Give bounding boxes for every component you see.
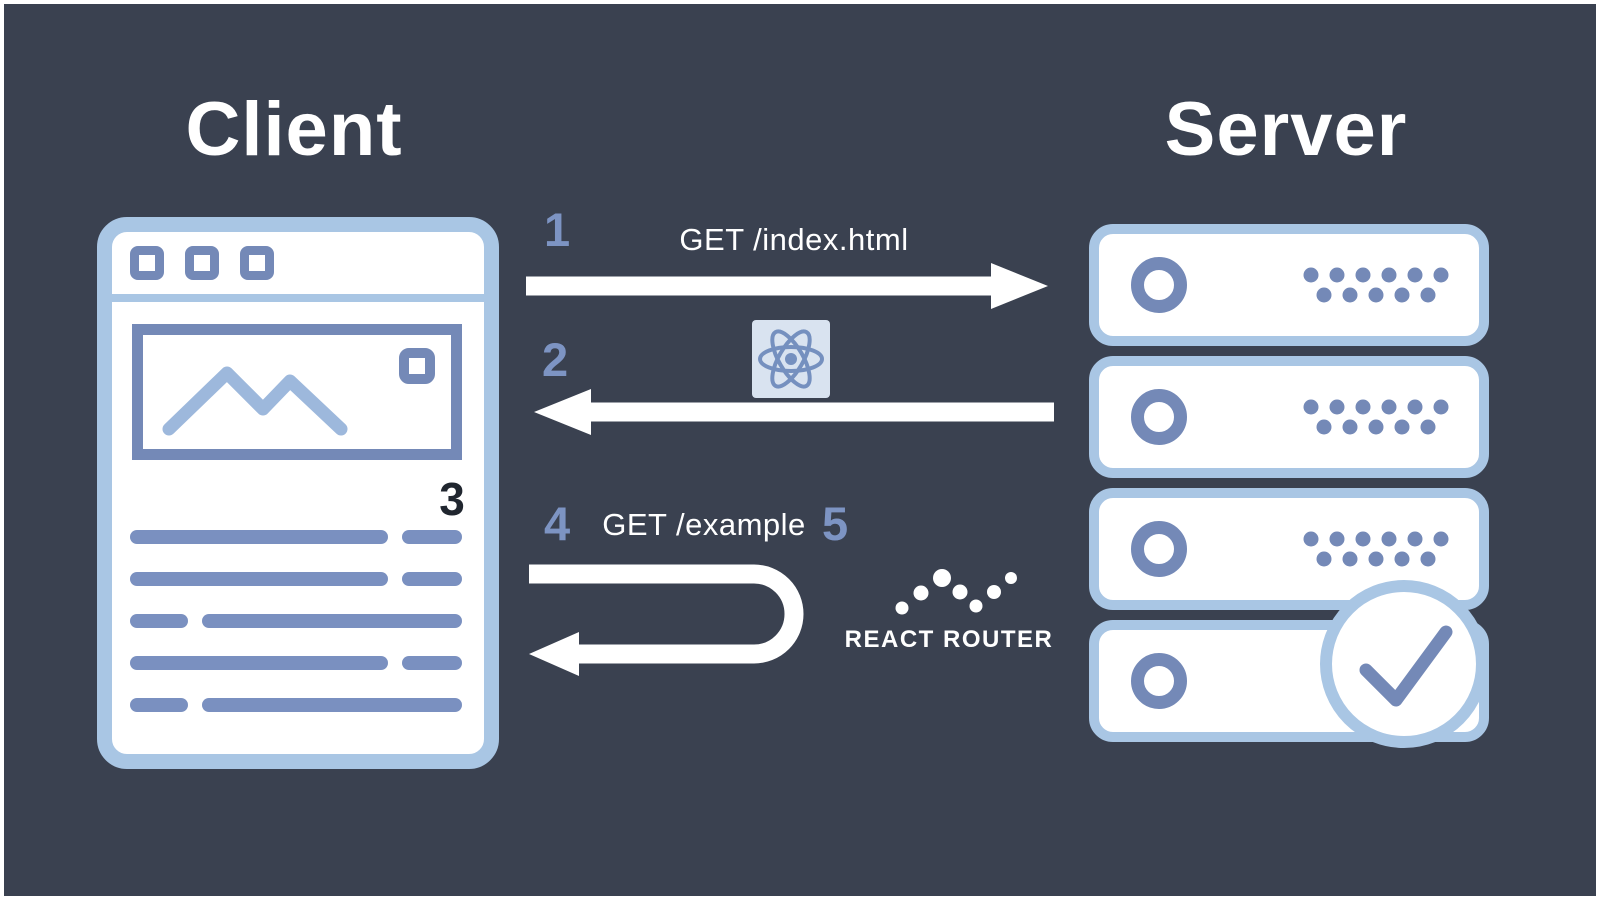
text-line <box>130 656 388 670</box>
checkmark-icon <box>1359 625 1453 707</box>
text-line <box>130 698 188 712</box>
react-router-logo-icon <box>895 569 1017 615</box>
mountain-icon <box>162 366 348 436</box>
react-router-label: REACT ROUTER <box>844 626 1054 653</box>
server-title: Server <box>1164 87 1408 172</box>
browser-toolbar-square-1 <box>130 246 164 280</box>
server-vents-icon <box>1303 531 1449 567</box>
server-vents-icon <box>1303 267 1449 303</box>
browser-toolbar-square-3 <box>240 246 274 280</box>
page-image-placeholder <box>132 324 462 460</box>
react-atom-icon <box>758 329 824 389</box>
text-line <box>130 614 188 628</box>
text-line <box>402 530 462 544</box>
server-unit-1 <box>1089 224 1489 346</box>
browser-toolbar <box>112 232 484 294</box>
client-title: Client <box>185 87 403 172</box>
step-3-label: 3 <box>439 473 465 525</box>
step-2-label: 2 <box>542 333 569 386</box>
server-power-circle-icon <box>1131 521 1187 577</box>
server-vents-icon <box>1303 399 1449 435</box>
text-line <box>202 698 462 712</box>
text-line <box>402 656 462 670</box>
browser-toolbar-divider <box>112 294 484 302</box>
success-badge <box>1320 580 1488 748</box>
server-power-circle-icon <box>1131 389 1187 445</box>
client-browser-window <box>97 217 499 769</box>
uturn-arrow-icon <box>529 564 804 676</box>
get-example-label: GET /example <box>602 507 806 542</box>
server-power-circle-icon <box>1131 653 1187 709</box>
text-line <box>202 614 462 628</box>
text-line <box>130 572 388 586</box>
sun-icon <box>399 348 435 384</box>
request-arrow-icon <box>526 263 1048 309</box>
server-power-circle-icon <box>1131 257 1187 313</box>
react-logo-icon <box>752 320 830 398</box>
step-5-label: 5 <box>822 497 849 550</box>
server-unit-3 <box>1089 488 1489 610</box>
server-unit-2 <box>1089 356 1489 478</box>
text-line <box>402 572 462 586</box>
response-arrow-icon <box>534 389 1054 435</box>
get-index-label: GET /index.html <box>679 222 909 257</box>
step-1-label: 1 <box>544 203 571 256</box>
step-4-label: 4 <box>544 497 571 550</box>
browser-toolbar-square-2 <box>185 246 219 280</box>
text-line <box>130 530 388 544</box>
